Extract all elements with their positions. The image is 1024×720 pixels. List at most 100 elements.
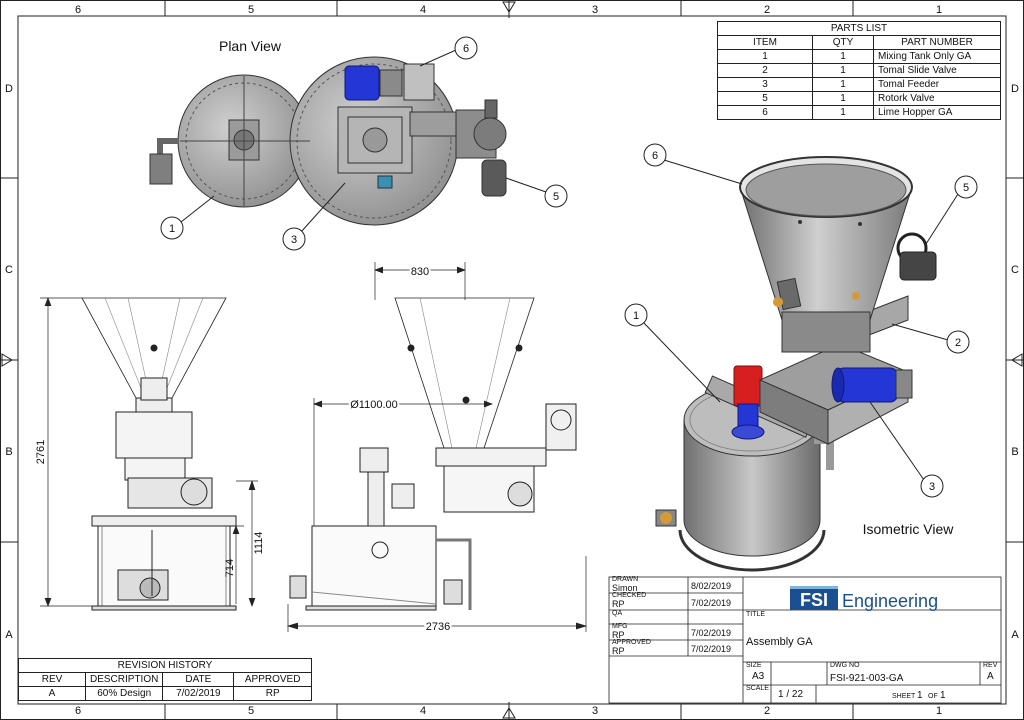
rev-label: REV [983, 662, 998, 669]
iso-balloon-6: 6 [652, 150, 658, 162]
sheet-label: SHEET [892, 693, 916, 700]
mfg-date: 7/02/2019 [691, 628, 732, 638]
sheets-value: 1 [940, 690, 946, 701]
plan-balloon-6: 6 [463, 43, 469, 55]
dim-2761: 2761 [35, 440, 47, 464]
parts-header-part: PART NUMBER [873, 35, 1001, 50]
dim-830: 830 [411, 266, 429, 278]
zone-row-c: C [5, 264, 13, 276]
zone-row-d-right: D [1011, 83, 1019, 95]
size-value: A3 [752, 671, 765, 682]
zone-col-6-bottom: 6 [75, 705, 81, 717]
plan-balloons: 6 1 3 5 [160, 36, 568, 251]
revision-row: A 60% Design 7/02/2019 RP [18, 686, 312, 701]
iso-motor-blue [835, 367, 899, 403]
iso-balloon-1: 1 [633, 310, 639, 322]
dim-714: 714 [224, 559, 236, 577]
zone-col-1: 1 [936, 4, 942, 16]
revision-header-desc: DESCRIPTION [84, 672, 164, 687]
parts-header-qty: QTY [812, 35, 874, 50]
iso-balloon-5: 5 [963, 182, 969, 194]
dim-diameter-1100: Ø1100.00 [350, 399, 398, 411]
zone-col-1-bottom: 1 [936, 705, 942, 717]
revision-header-approved: APPROVED [233, 672, 312, 687]
isometric-view: Isometric View [655, 156, 955, 572]
mfg-value: RP [612, 630, 625, 640]
size-label: SIZE [746, 662, 762, 669]
plan-view: Plan View [149, 38, 507, 226]
iso-balloon-3: 3 [929, 481, 935, 493]
dim-1114: 1114 [253, 532, 265, 555]
approved-label: APPROVED [612, 639, 651, 646]
drawing-title: Assembly GA [746, 636, 813, 648]
scale-label: SCALE [746, 685, 769, 692]
zone-row-b: B [5, 446, 12, 458]
title-label: TITLE [746, 611, 766, 618]
parts-list-title: PARTS LIST [717, 21, 1001, 36]
iso-balloons: 6 5 1 2 3 [624, 143, 978, 498]
zone-row-d: D [5, 83, 13, 95]
front-elevation [81, 297, 237, 611]
revision-history-table: REVISION HISTORY REV DESCRIPTION DATE AP… [18, 658, 312, 701]
side-elevation [289, 297, 577, 611]
zone-col-3: 3 [592, 4, 598, 16]
revision-header-date: DATE [162, 672, 235, 687]
side-dims [286, 262, 588, 632]
plan-balloon-5: 5 [553, 191, 559, 203]
of-label: OF [928, 693, 938, 700]
logo-text: Engineering [842, 591, 938, 611]
zone-col-3-bottom: 3 [592, 705, 598, 717]
sheet-value: 1 [917, 690, 923, 701]
approved-value: RP [612, 646, 625, 656]
rev-value: A [987, 671, 994, 682]
front-dims [40, 297, 258, 607]
zone-col-4-bottom: 4 [420, 705, 426, 717]
iso-motor-red [733, 365, 763, 407]
logo-mark: FSI [800, 590, 828, 610]
plan-balloon-3: 3 [291, 234, 297, 246]
approved-date: 7/02/2019 [691, 644, 732, 654]
checked-label: CHECKED [612, 592, 647, 599]
revision-header-rev: REV [18, 672, 86, 687]
drawn-label: DRAWN [612, 576, 639, 583]
iso-view-title: Isometric View [863, 521, 955, 537]
zone-row-c-right: C [1011, 264, 1019, 276]
iso-balloon-2: 2 [955, 337, 961, 349]
zone-row-a: A [5, 629, 13, 641]
plan-motor-blue [344, 65, 380, 101]
fsi-logo: FSI Engineering [790, 586, 938, 611]
revision-title: REVISION HISTORY [18, 658, 312, 673]
zone-row-b-right: B [1011, 446, 1018, 458]
parts-header-item: ITEM [717, 35, 813, 50]
zone-col-4: 4 [420, 4, 426, 16]
dwg-no-value: FSI-921-003-GA [830, 673, 904, 684]
title-block-frame [608, 576, 1002, 704]
zone-col-6: 6 [75, 4, 81, 16]
zone-labels: 6 5 4 3 2 1 6 5 4 3 2 1 D C B A D C B A [5, 4, 1019, 717]
zone-col-5: 5 [248, 4, 254, 16]
scale-value: 1 / 22 [778, 689, 804, 700]
drawn-value: Simon [612, 583, 638, 593]
drawn-date: 8/02/2019 [691, 581, 732, 591]
zone-row-a-right: A [1011, 629, 1019, 641]
dwg-no-label: DWG NO [830, 662, 860, 669]
plan-view-title: Plan View [219, 38, 282, 54]
plan-balloon-1: 1 [169, 223, 175, 235]
checked-date: 7/02/2019 [691, 598, 732, 608]
iso-mixing-tank [683, 419, 821, 557]
zone-col-2: 2 [764, 4, 770, 16]
zone-col-5-bottom: 5 [248, 705, 254, 717]
zone-col-2-bottom: 2 [764, 705, 770, 717]
dim-2736: 2736 [426, 621, 450, 633]
mfg-label: MFG [612, 623, 628, 630]
checked-value: RP [612, 599, 625, 609]
qa-label: QA [612, 610, 623, 617]
